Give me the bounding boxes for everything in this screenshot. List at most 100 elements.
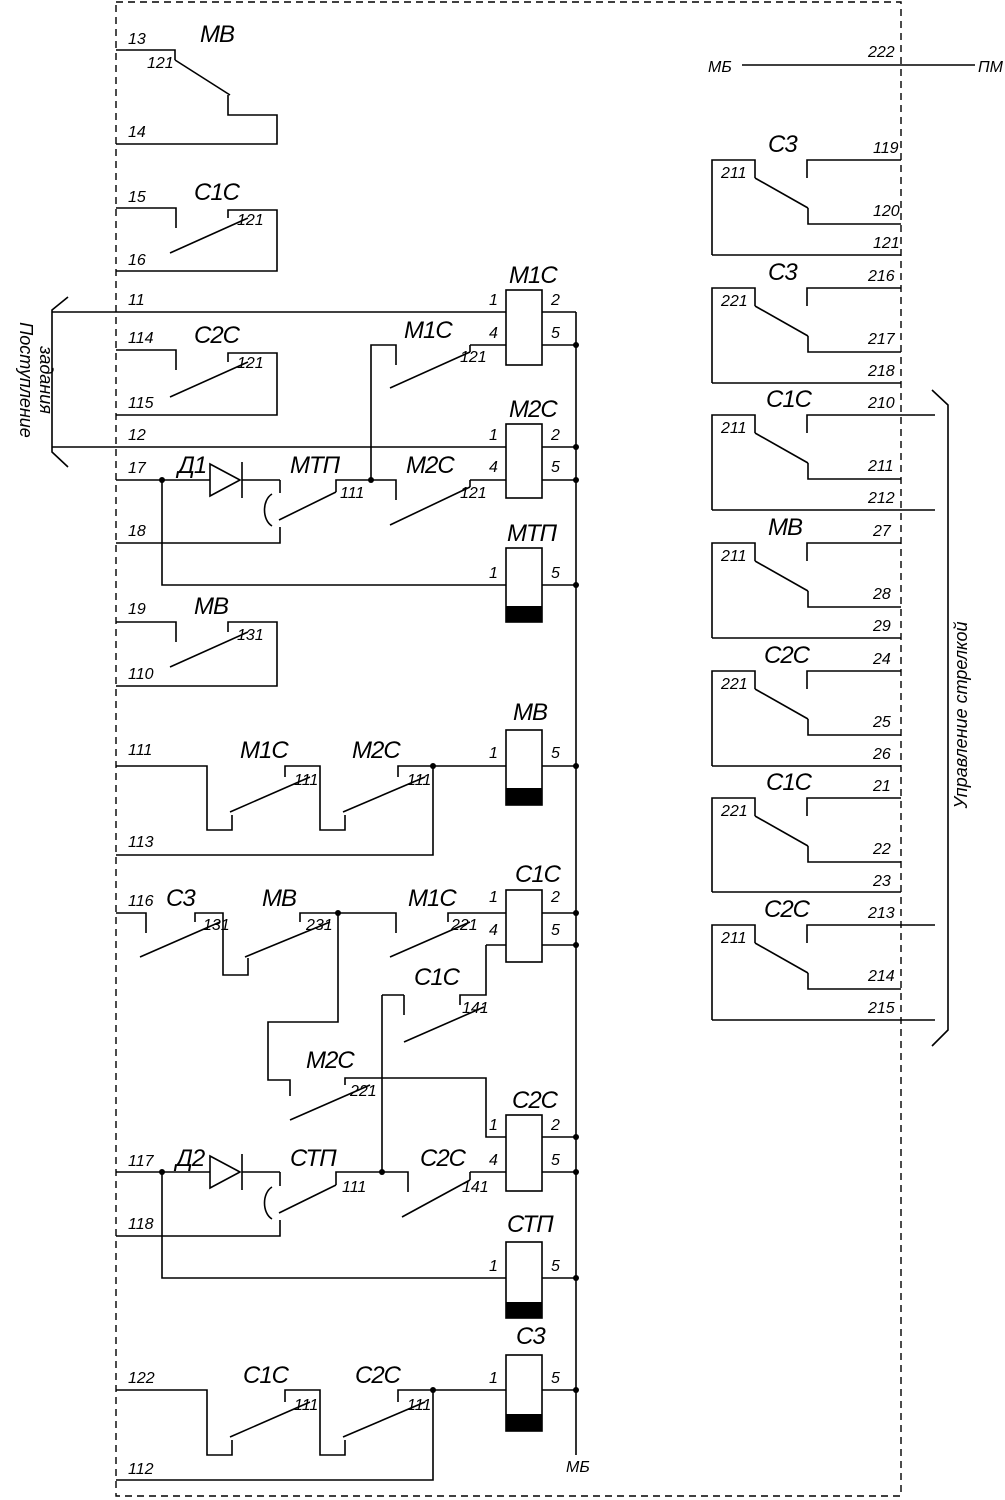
terminal-211: 211 [867, 458, 894, 475]
device-label-stp: СТП [290, 1145, 337, 1172]
device-label-m1s: М1С [408, 885, 457, 912]
pin-4: 4 [489, 325, 498, 342]
switch-control-brace: Управление стрелкой [931, 389, 971, 1047]
terminal-213: 213 [867, 905, 895, 922]
terminal-114: 114 [128, 330, 154, 347]
device-label-s3: С3 [516, 1323, 546, 1350]
device-label-mv: МВ [513, 699, 548, 726]
contact-221: 221 [720, 293, 748, 310]
device-label-s2s: С2С [512, 1087, 559, 1114]
device-label-m2s: М2С [306, 1047, 355, 1074]
pin-4: 4 [489, 459, 498, 476]
pin-1: 1 [489, 427, 498, 444]
terminal-210: 210 [867, 395, 895, 412]
pin-5: 5 [551, 922, 560, 939]
contact-111: 111 [342, 1179, 366, 1196]
terminal-112: 112 [128, 1461, 154, 1478]
pin-1: 1 [489, 889, 498, 906]
m2s-contact-221: М2С 221 [289, 1047, 506, 1138]
mv-coil-circuit: 111 М1С М2С 111 111 МВ 1 5 113 [116, 699, 576, 856]
top-bus-number: 222 [867, 44, 895, 61]
terminal-110: 110 [128, 666, 154, 683]
pin-5: 5 [551, 1370, 560, 1387]
terminal-19: 19 [128, 601, 146, 618]
s2s-contact-114-115: 114 С2С 121 115 [116, 322, 278, 416]
contact-131: 131 [237, 627, 264, 644]
task-input-label-line2: задания [36, 345, 56, 414]
mv-contact-27-29: МВ 211 27 28 29 [711, 514, 901, 639]
pin-4: 4 [489, 922, 498, 939]
terminal-113: 113 [128, 834, 154, 851]
pin-2: 2 [550, 427, 560, 444]
pin-5: 5 [551, 745, 560, 762]
device-label-s3: С3 [768, 259, 798, 286]
m1s-contact-121: М1С 121 [370, 317, 487, 480]
junction-dots [159, 342, 579, 1393]
module-outline [115, 1, 902, 1497]
m1s-coil: М1С 11 1 2 4 5 [116, 262, 576, 366]
s1s-contact-15-16: 15 С1С 121 16 [116, 179, 278, 272]
contact-211: 211 [720, 930, 747, 947]
device-label-s1s: С1С [766, 386, 813, 413]
terminal-218: 218 [867, 363, 895, 380]
contact-111: 111 [407, 1397, 431, 1414]
contact-121: 121 [460, 349, 487, 366]
terminal-17: 17 [128, 460, 147, 477]
terminal-18: 18 [128, 523, 146, 540]
device-label-mtp: МТП [507, 520, 558, 547]
device-label-m2s: М2С [509, 396, 558, 423]
terminal-14: 14 [128, 124, 146, 141]
terminal-118: 118 [128, 1216, 154, 1233]
mb-bus-label: МБ [566, 1459, 590, 1476]
device-label-mtp: МТП [290, 452, 341, 479]
terminal-119: 119 [873, 140, 899, 157]
pin-5: 5 [551, 1152, 560, 1169]
contact-121: 121 [460, 485, 487, 502]
device-label-s3: С3 [166, 885, 196, 912]
terminal-111: 111 [128, 742, 152, 759]
contact-131: 131 [203, 917, 230, 934]
contact-141: 141 [462, 1000, 489, 1017]
device-label-s2s: С2С [420, 1145, 467, 1172]
mv-contact-19-110: 19 МВ 131 110 [116, 593, 278, 687]
terminal-115: 115 [128, 395, 154, 412]
contact-111: 111 [294, 1397, 318, 1414]
pin-2: 2 [550, 1117, 560, 1134]
contact-121: 121 [237, 212, 264, 229]
pin-1: 1 [489, 745, 498, 762]
terminal-27: 27 [872, 523, 892, 540]
switch-control-label: Управление стрелкой [951, 621, 971, 809]
contact-111: 111 [340, 485, 364, 502]
pin-4: 4 [489, 1152, 498, 1169]
contact-211: 211 [720, 548, 747, 565]
terminal-215: 215 [867, 1000, 895, 1017]
terminal-24: 24 [872, 651, 891, 668]
pin-5: 5 [551, 565, 560, 582]
mtp-coil: МТП 1 5 [161, 480, 576, 623]
s1s-contact-210-212: С1С 211 210 211 212 [711, 386, 935, 511]
contact-221: 221 [720, 676, 748, 693]
row-117-circuit: 117 Д2 СТП 111 С2С 141 118 [116, 1145, 489, 1237]
task-input-label-line1: Поступление [16, 322, 36, 438]
top-bus-left-label: МБ [708, 59, 732, 76]
contact-121: 121 [237, 355, 264, 372]
task-input-brace: Поступление задания [16, 296, 116, 468]
s2s-contact-213-215: С2С 211 213 214 215 [711, 896, 935, 1021]
device-label-m1s: М1С [509, 262, 558, 289]
device-label-s2s: С2С [764, 642, 811, 669]
top-bus-right-label: ПМ [978, 59, 1004, 76]
terminal-117: 117 [128, 1153, 155, 1170]
device-label-s1s: С1С [243, 1362, 290, 1389]
terminal-13: 13 [128, 31, 146, 48]
terminal-12: 12 [128, 427, 146, 444]
stp-coil: СТП 1 5 [161, 1172, 576, 1319]
terminal-216: 216 [867, 268, 895, 285]
device-label-d1: Д1 [175, 452, 206, 479]
pin-5: 5 [551, 1258, 560, 1275]
terminal-21: 21 [872, 778, 891, 795]
s1s-contact-21-23: С1С 221 21 22 23 [711, 769, 901, 893]
device-label-mv: МВ [194, 593, 229, 620]
terminal-121: 121 [873, 235, 900, 252]
m2s-coil: М2С 12 1 2 4 5 [116, 396, 576, 499]
